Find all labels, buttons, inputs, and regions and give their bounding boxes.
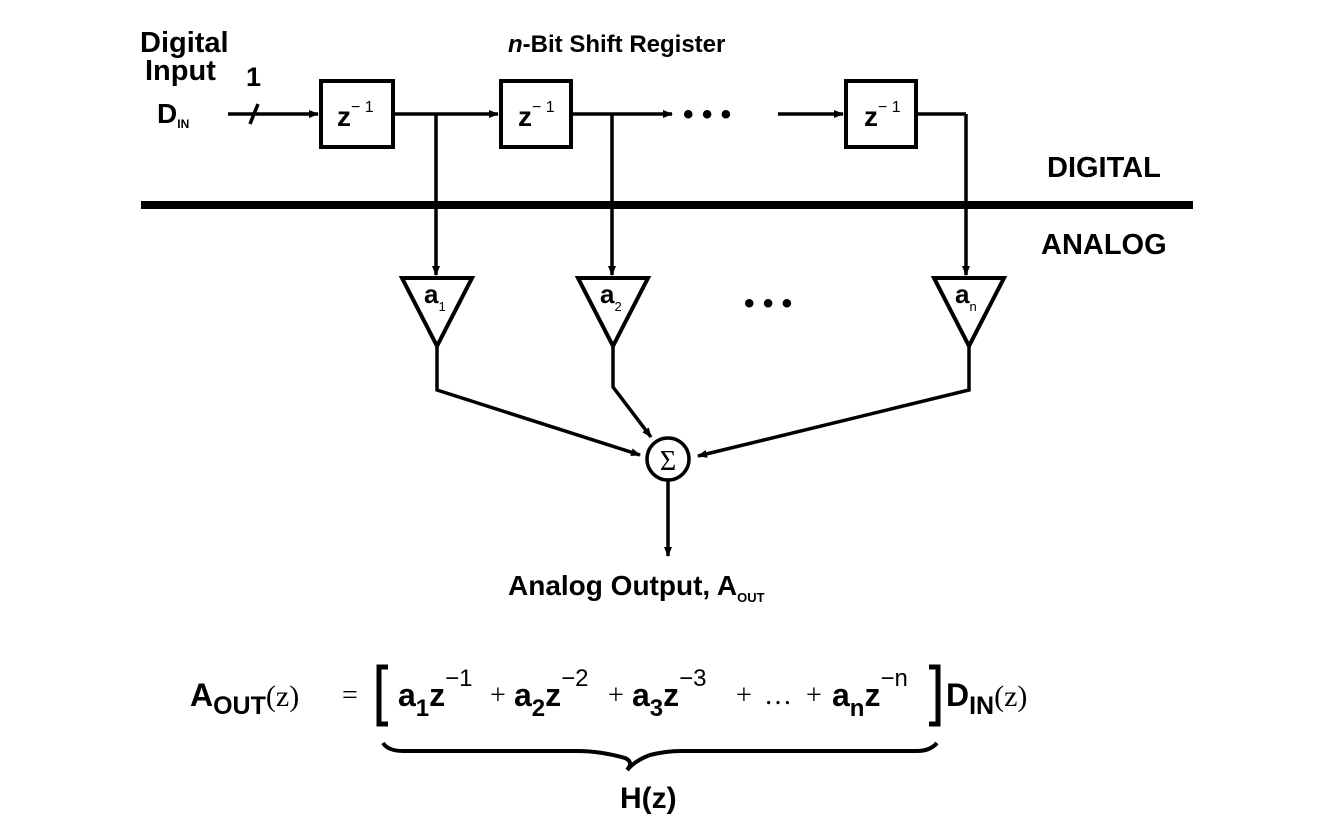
delay-block-2: z− 1 (499, 79, 573, 149)
bus-slash-icon (248, 103, 260, 125)
svg-text:a2: a2 (600, 279, 622, 314)
gain-ellipsis: • • • (744, 287, 792, 320)
digital-input-label-line1: Digital (140, 27, 229, 59)
eq-plus-3: + (736, 680, 752, 711)
sigma-icon: Σ (660, 446, 676, 477)
eq-dots: … (764, 680, 792, 711)
delay-1-label: z− 1 (337, 99, 374, 132)
eq-plus-4: + (806, 680, 822, 711)
analog-output-label: Analog Output, AOUT (508, 570, 765, 605)
svg-text:a1: a1 (424, 279, 446, 314)
transfer-equation: AOUT(z) = a1z−1 + a2z−2 + a3z−3 + … + an… (190, 664, 1027, 815)
sum-wire-2 (611, 346, 653, 439)
digital-domain-label: DIGITAL (1047, 152, 1161, 184)
summer-node: Σ (645, 436, 691, 482)
svg-text:an: an (955, 279, 977, 314)
gain-a2: a2 (574, 276, 652, 351)
eq-term-1: a1z−1 (398, 665, 473, 722)
shift-register-ellipsis: • • • (683, 98, 731, 131)
delay-block-1: z− 1 (319, 79, 395, 149)
eq-equals: = (342, 680, 358, 711)
digital-input-label-line2: Input (145, 55, 216, 87)
left-bracket (376, 664, 388, 727)
h-of-z-label: H(z) (620, 782, 677, 815)
eq-plus-2: + (608, 680, 624, 711)
shift-register-title: n-Bit Shift Register (508, 31, 725, 58)
bus-width-label: 1 (246, 62, 261, 92)
eq-plus-1: + (490, 680, 506, 711)
delay-n-label: z− 1 (864, 99, 901, 132)
sum-wire-n (697, 346, 971, 458)
gain-an: an (930, 276, 1008, 351)
eq-lhs: AOUT(z) (190, 677, 299, 720)
din-label: DIN (157, 98, 189, 131)
eq-rhs: DIN(z) (946, 677, 1027, 720)
right-bracket (929, 664, 941, 727)
delay-2-label: z− 1 (518, 99, 555, 132)
eq-term-n: anz−n (832, 665, 908, 722)
gain-a1: a1 (398, 276, 476, 351)
analog-domain-label: ANALOG (1041, 229, 1167, 261)
eq-term-3: a3z−3 (632, 665, 707, 722)
underbrace (381, 741, 939, 772)
sum-wire-1 (435, 346, 641, 457)
eq-term-2: a2z−2 (514, 665, 589, 722)
delay-block-n: z− 1 (844, 79, 918, 149)
